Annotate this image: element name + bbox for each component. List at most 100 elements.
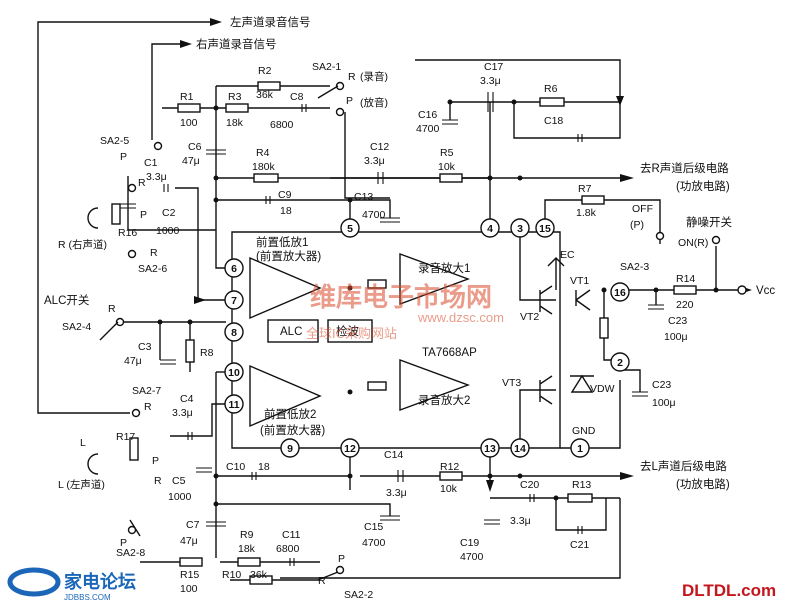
watermark: 维库电子市场网 www.dzsc.com 全球IC采购网站	[306, 282, 504, 341]
pin-16	[610, 282, 630, 302]
pin-16-label: 16	[614, 287, 626, 299]
r4-label: R4	[256, 147, 270, 159]
c6-value: 47μ	[182, 155, 200, 167]
r2-label: R2	[258, 65, 272, 77]
pin-10	[224, 362, 244, 382]
pin-9	[280, 438, 300, 458]
r14-label: R14	[676, 273, 695, 285]
wire-c9-line	[216, 199, 391, 218]
pin-3	[510, 218, 530, 238]
r1-label: R1	[180, 91, 194, 103]
r8-label: R8	[200, 347, 214, 359]
footer-right-logo: DLTDL.com	[682, 581, 776, 600]
wire-vt3	[519, 389, 540, 448]
c11-label: C11	[282, 529, 301, 541]
footer-url: JDBBS.COM	[64, 593, 111, 602]
swirl-logo-icon	[7, 567, 61, 597]
right-record-signal-label: 右声道录音信号	[196, 37, 277, 51]
mute-off-p-label: (P)	[630, 219, 644, 231]
pin-7	[224, 290, 244, 310]
r17-p-label: P	[152, 455, 159, 467]
transistors	[539, 257, 594, 405]
pre-amp-1-label: 前置低放1	[256, 235, 308, 249]
c20-value: 3.3μ	[510, 515, 531, 527]
r17-label: R17	[116, 431, 135, 443]
r3-value: 18k	[226, 117, 244, 129]
pin-11	[224, 394, 244, 414]
c15-label: C15	[364, 521, 383, 533]
r13-label: R13	[572, 479, 591, 491]
r15-value: 100	[180, 583, 198, 595]
pin-7-label: 7	[231, 295, 237, 307]
right-out-label: 去R声道后级电路	[640, 161, 729, 175]
channel-left-short-label: L	[80, 437, 86, 449]
c11-value: 6800	[276, 543, 300, 555]
r16-label: R16	[118, 227, 137, 239]
pin-2-label: 2	[617, 357, 623, 369]
pre-amp-2-sub-label: (前置放大器)	[260, 423, 325, 437]
footer-logo: 家电论坛 JDBBS.COM	[7, 567, 136, 602]
r10-value: 36k	[250, 569, 268, 581]
sa2-4-r-label: R	[108, 303, 116, 315]
amplifiers	[249, 252, 471, 428]
c13-label: C13	[354, 191, 373, 203]
sa2-5-p-label: P	[120, 151, 127, 163]
wire-c18-loop	[513, 102, 621, 139]
record-mode-label: (录音)	[360, 70, 388, 83]
wire-c15-line	[216, 503, 391, 516]
c12-value: 3.3μ	[364, 155, 385, 167]
c16-label: C16	[418, 109, 437, 121]
c3-label: C3	[138, 341, 152, 353]
r9-value: 18k	[238, 543, 256, 555]
pin-5	[340, 218, 360, 238]
c4-label: C4	[180, 393, 194, 405]
pin-13-label: 13	[484, 443, 496, 455]
c6-label: C6	[188, 141, 202, 153]
pin-15	[535, 218, 555, 238]
watermark-url: www.dzsc.com	[417, 310, 504, 325]
wire-left-record	[37, 21, 210, 414]
left-out-label: 去L声道后级电路	[640, 459, 727, 473]
detector-block-label: 检波	[336, 324, 359, 338]
r7-label: R7	[578, 183, 592, 195]
vt2-label: VT2	[520, 311, 539, 323]
ic-name-label: TA7668AP	[422, 347, 477, 359]
c15-value: 4700	[362, 537, 386, 549]
c14-label: C14	[384, 449, 403, 461]
rec-amp-1-label: 录音放大1	[418, 261, 470, 275]
pin-12	[340, 438, 360, 458]
vt3-label: VT3	[502, 377, 521, 389]
gnd-label: GND	[572, 425, 596, 437]
c21-label: C21	[570, 539, 589, 551]
r2-value: 36k	[256, 89, 274, 101]
c9-label: C9	[278, 189, 292, 201]
c16-value: 4700	[416, 123, 440, 135]
r6-label: R6	[544, 83, 558, 95]
wire-pin6	[215, 178, 226, 269]
pre-amp-2-triangle	[249, 364, 322, 428]
pin-6-label: 6	[231, 263, 237, 275]
channel-left-label: L (左声道)	[58, 478, 105, 491]
sa2-2-p-label: P	[338, 553, 345, 565]
pin-8	[224, 322, 244, 342]
sa2-1-p-label: P	[346, 95, 353, 107]
sa2-6-r-label: R	[150, 247, 158, 259]
c20-label: C20	[520, 479, 539, 491]
pin-9-label: 9	[287, 443, 293, 455]
pre-amp-1-sub-label: (前置放大器)	[256, 249, 321, 263]
jack-left-channel	[87, 453, 99, 475]
ic-pins: 1 2 3 4 5 6 7 8 9 10 11 12 13 14 15 16	[224, 218, 630, 458]
jack-right-channel	[87, 207, 99, 229]
r15-label: R15	[180, 569, 199, 581]
alc-block-label: ALC	[280, 326, 302, 338]
c2-value: 1000	[156, 225, 180, 237]
sa2-3-label: SA2-3	[620, 261, 649, 273]
r1-value: 100	[180, 117, 198, 129]
pin-10-label: 10	[228, 367, 240, 379]
watermark-text: 维库电子市场网	[310, 282, 492, 312]
c2-label: C2	[162, 207, 176, 219]
c23a-label: C23	[668, 315, 687, 327]
sa2-2-label: SA2-2	[344, 589, 373, 601]
r12-label: R12	[440, 461, 459, 473]
channel-right-label: R (右声道)	[58, 238, 107, 251]
